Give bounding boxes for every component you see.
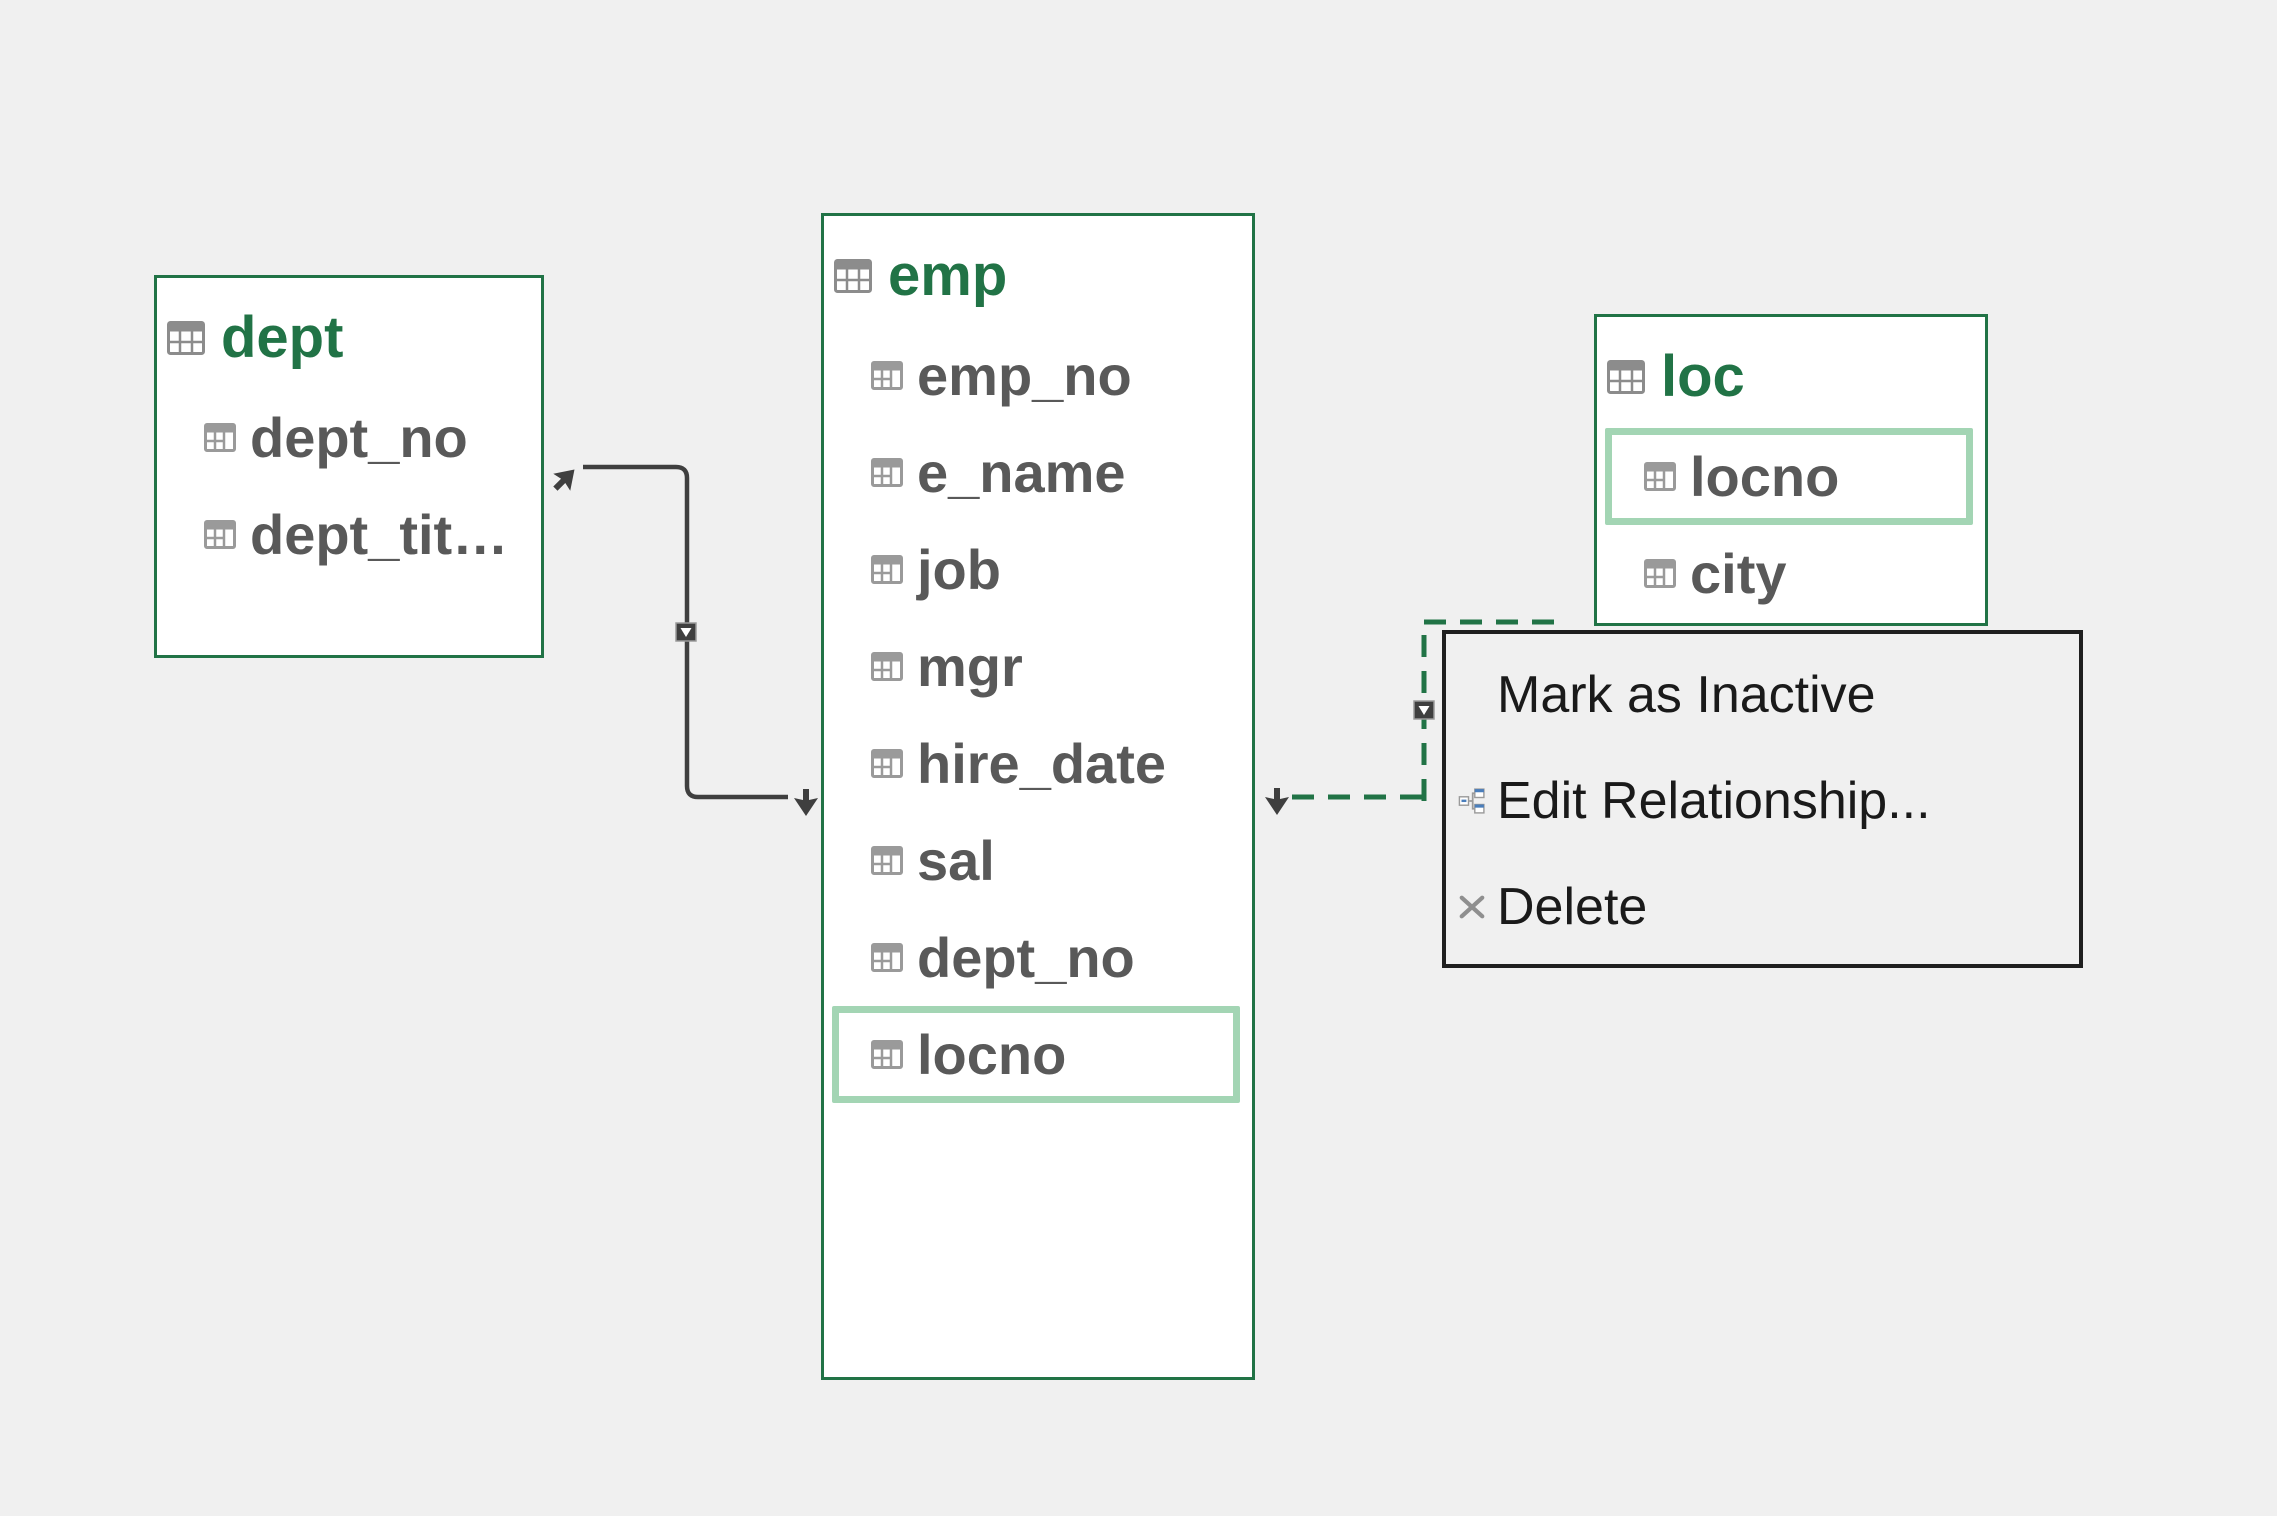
field-label: dept_no — [917, 925, 1135, 989]
field-row[interactable]: dept_no — [832, 909, 1240, 1006]
field-label: locno — [917, 1022, 1067, 1086]
field-row[interactable]: city — [1605, 525, 1973, 622]
column-icon — [1644, 462, 1676, 491]
field-label: e_name — [917, 440, 1126, 504]
relationship-line-dept-emp[interactable] — [547, 461, 818, 816]
column-icon — [871, 361, 903, 390]
column-icon — [871, 1040, 903, 1069]
arrow-down-icon — [1265, 788, 1289, 815]
table-header[interactable]: loc — [1597, 329, 1985, 424]
table-icon — [834, 258, 872, 293]
column-icon — [871, 458, 903, 487]
field-label: job — [917, 537, 1001, 601]
field-list: dept_no dept_tit… — [157, 389, 541, 583]
menu-item-mark-as-inactive[interactable]: Mark as Inactive — [1446, 642, 2079, 748]
menu-item-label: Mark as Inactive — [1497, 666, 1876, 724]
table-header[interactable]: dept — [157, 290, 541, 385]
table-dept[interactable]: dept dept_no dept_tit… — [154, 275, 544, 658]
table-icon — [1607, 359, 1645, 394]
column-icon — [204, 520, 236, 549]
field-row[interactable]: hire_date — [832, 715, 1240, 812]
field-label: locno — [1690, 444, 1840, 508]
field-label: emp_no — [917, 343, 1132, 407]
table-title: loc — [1661, 343, 1745, 409]
field-row[interactable]: sal — [832, 812, 1240, 909]
field-label: hire_date — [917, 731, 1166, 795]
filter-direction-indicator — [1413, 700, 1435, 720]
table-title: emp — [888, 242, 1008, 308]
relationship-line-path — [583, 464, 788, 800]
arrow-down-icon — [794, 789, 818, 816]
field-row[interactable]: locno — [1605, 428, 1973, 525]
column-icon — [871, 652, 903, 681]
delete-x-icon — [1458, 887, 1486, 927]
column-icon — [204, 423, 236, 452]
field-label: mgr — [917, 634, 1023, 698]
field-row[interactable]: mgr — [832, 618, 1240, 715]
menu-item-label: Edit Relationship... — [1497, 772, 1931, 830]
table-title: dept — [221, 304, 344, 370]
table-icon — [167, 320, 205, 355]
column-icon — [871, 846, 903, 875]
field-row[interactable]: dept_no — [165, 389, 529, 486]
column-icon — [871, 943, 903, 972]
arrow-ne-icon — [553, 469, 575, 491]
blank-icon-spacer — [1458, 675, 1486, 715]
field-label: city — [1690, 541, 1787, 605]
field-row[interactable]: locno — [832, 1006, 1240, 1103]
menu-item-delete[interactable]: Delete — [1446, 854, 2079, 960]
relationship-context-menu: Mark as Inactive Edit Relationship... — [1442, 630, 2083, 968]
table-emp[interactable]: emp emp_no e_name job — [821, 213, 1255, 1380]
field-row[interactable]: emp_no — [832, 327, 1240, 424]
menu-item-label: Delete — [1497, 878, 1648, 936]
table-header[interactable]: emp — [824, 228, 1252, 323]
field-list: locno city — [1597, 428, 1985, 622]
column-icon — [871, 555, 903, 584]
filter-direction-indicator — [675, 622, 697, 642]
field-row[interactable]: e_name — [832, 424, 1240, 521]
field-label: sal — [917, 828, 995, 892]
column-icon — [871, 749, 903, 778]
field-row[interactable]: dept_tit… — [165, 486, 529, 583]
field-label: dept_no — [250, 405, 468, 469]
table-loc[interactable]: loc locno city — [1594, 314, 1988, 626]
relationship-icon — [1458, 781, 1486, 821]
field-label: dept_tit… — [250, 502, 509, 566]
column-icon — [1644, 559, 1676, 588]
menu-item-edit-relationship[interactable]: Edit Relationship... — [1446, 748, 2079, 854]
field-row[interactable]: job — [832, 521, 1240, 618]
field-list: emp_no e_name job mgr — [824, 327, 1252, 1103]
